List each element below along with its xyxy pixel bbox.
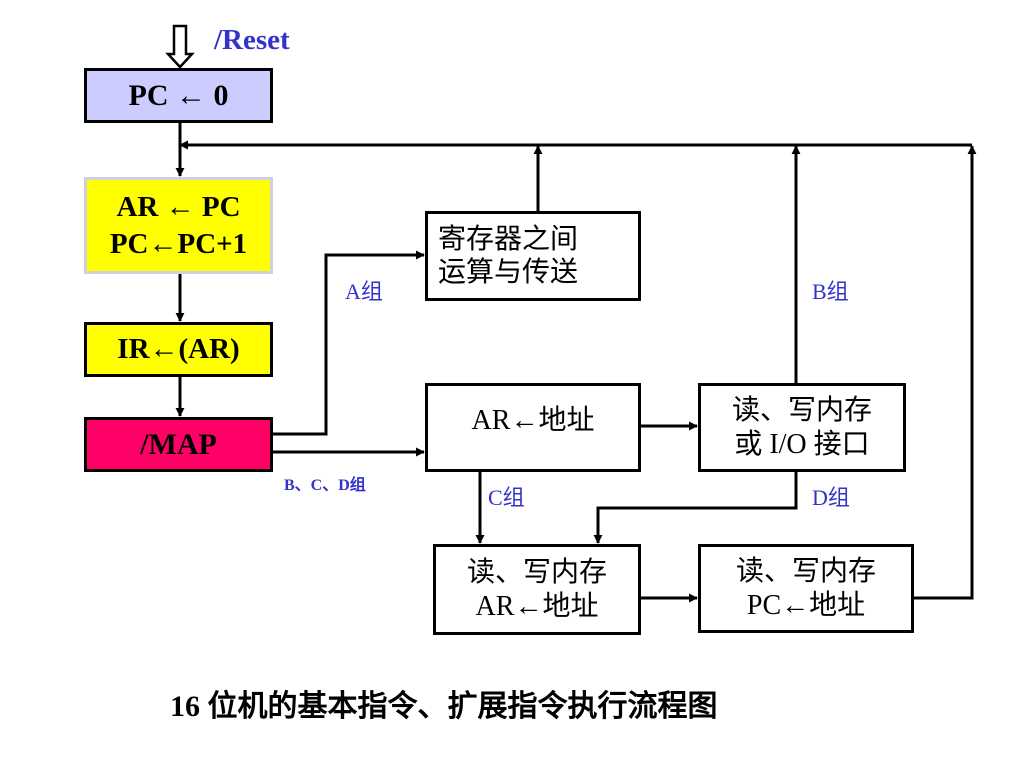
group-d-label: D组 [812, 485, 850, 510]
reset-arrow-icon [165, 24, 195, 69]
rw-memory-ar-box: 读、写内存 AR←地址 [433, 544, 641, 635]
reset-label: /Reset [214, 24, 290, 56]
pc-reset-text: PC ← 0 [128, 78, 229, 112]
ir-fetch-text: IR←(AR) [117, 333, 240, 365]
rw-memory-ar-line-2: AR←地址 [475, 590, 599, 622]
rw-memory-pc-box: 读、写内存 PC←地址 [698, 544, 914, 633]
edge-group-a [273, 250, 425, 436]
group-bcd-label: B、C、D组 [284, 477, 366, 494]
ar-pc-box: AR ← PC PC←PC+1 [84, 177, 273, 274]
group-a-label: A组 [345, 279, 383, 304]
ir-fetch-box: IR←(AR) [84, 322, 273, 377]
rw-memory-ar-line-1: 读、写内存 [466, 556, 607, 588]
register-op-line-1: 寄存器之间 [438, 224, 579, 255]
register-op-line-2: 运算与传送 [438, 257, 579, 288]
rw-memory-pc-line-1: 读、写内存 [735, 555, 876, 587]
register-op-box: 寄存器之间 运算与传送 [425, 211, 641, 301]
pc-reset-box: PC ← 0 [84, 68, 273, 123]
group-c-label: C组 [488, 485, 525, 510]
map-text: /MAP [140, 427, 217, 461]
rw-memory-io-line-1: 读、写内存 [731, 394, 872, 426]
ar-pc-line-2: PC←PC+1 [109, 227, 248, 260]
ar-address-text: AR←地址 [471, 405, 595, 436]
ar-address-box: AR←地址 [425, 383, 641, 472]
group-b-label: B组 [812, 279, 849, 304]
map-box: /MAP [84, 417, 273, 472]
ar-pc-line-1: AR ← PC [116, 190, 241, 223]
edge-group-d [593, 472, 798, 544]
rw-memory-io-box: 读、写内存 或 I/O 接口 [698, 383, 906, 472]
rw-memory-io-line-2: 或 I/O 接口 [734, 428, 870, 460]
figure-caption: 16 位机的基本指令、扩展指令执行流程图 [170, 690, 718, 723]
rw-memory-pc-line-2: PC←地址 [746, 589, 866, 621]
edge-rwpc-return [914, 145, 977, 600]
